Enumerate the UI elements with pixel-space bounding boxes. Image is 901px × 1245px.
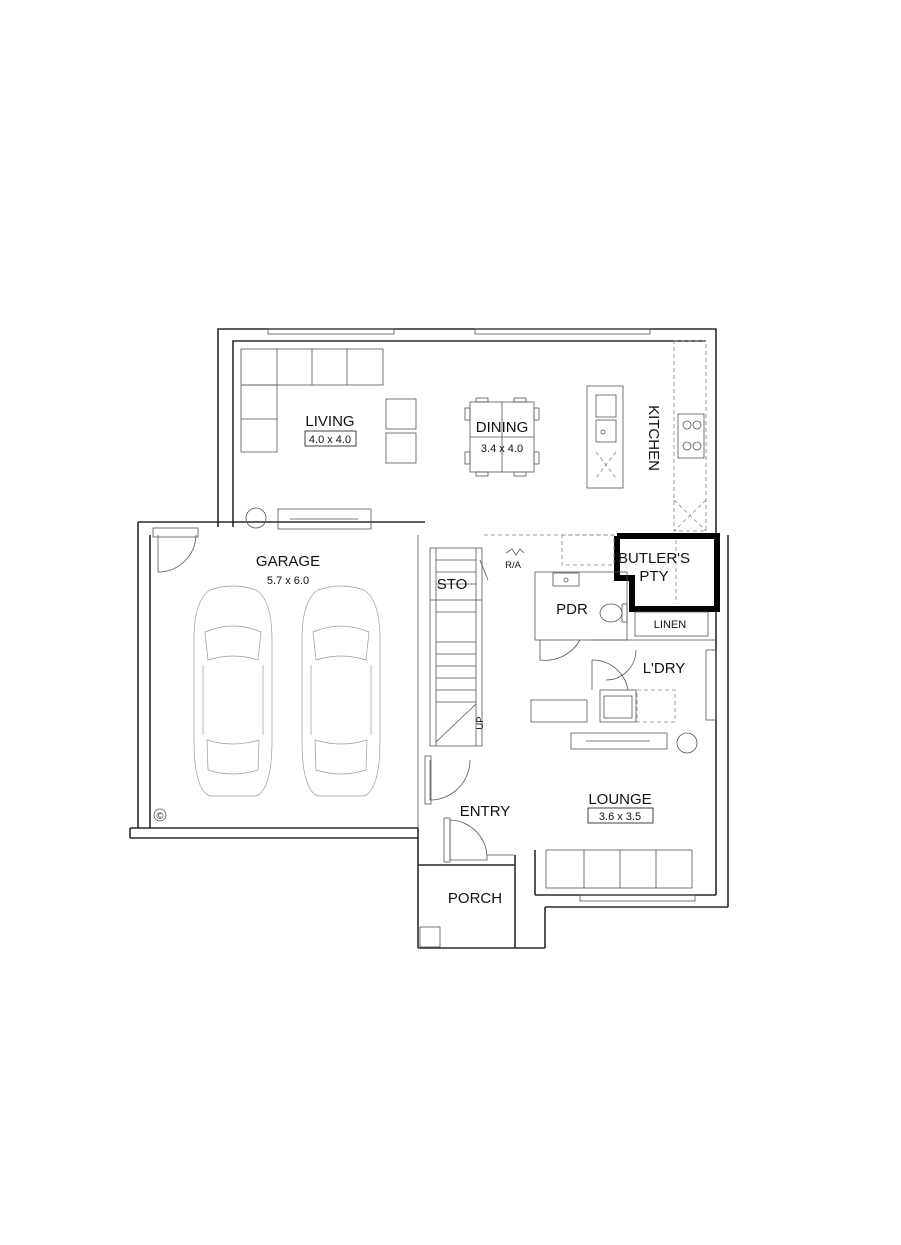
butlers-pantry: BUTLER'S PTY <box>561 533 720 612</box>
return-air: R/A <box>484 534 620 571</box>
garage: GARAGE 5.7 x 6.0 © <box>152 527 419 828</box>
garage-label: GARAGE <box>256 553 320 570</box>
powder-room: PDR <box>534 571 628 661</box>
windows <box>267 328 717 902</box>
entry: ENTRY <box>424 755 515 863</box>
ra-label: R/A <box>505 560 522 571</box>
exterior-walls <box>129 328 729 949</box>
linen-cupboard: LINEN <box>634 611 709 637</box>
lounge-size: 3.6 x 3.5 <box>599 811 641 823</box>
laundry-label: L'DRY <box>643 660 686 677</box>
living-size: 4.0 x 4.0 <box>309 434 351 446</box>
stair-and-store: STO UP <box>429 547 489 747</box>
garage-size: 5.7 x 6.0 <box>267 575 309 587</box>
stair-up-label: UP <box>475 716 486 729</box>
porch: PORCH <box>419 890 502 948</box>
entry-label: ENTRY <box>460 803 511 820</box>
copyright-symbol: © <box>157 811 164 822</box>
lounge-label: LOUNGE <box>588 791 651 808</box>
lounge: LOUNGE 3.6 x 3.5 <box>545 732 698 889</box>
porch-label: PORCH <box>448 890 502 907</box>
linen-label: LINEN <box>654 619 686 631</box>
car-2 <box>301 585 381 797</box>
kitchen-label: KITCHEN <box>645 405 662 471</box>
car-1 <box>193 585 273 797</box>
laundry: L'DRY <box>530 639 716 723</box>
butlers-pantry-label-line1: BUTLER'S <box>618 550 690 567</box>
dining-size: 3.4 x 4.0 <box>481 443 523 455</box>
living-label: LIVING <box>305 413 354 430</box>
pdr-label: PDR <box>556 601 588 618</box>
dining-label: DINING <box>476 419 529 436</box>
dining-room: DINING 3.4 x 4.0 <box>464 397 540 477</box>
butlers-pantry-label-line2: PTY <box>639 568 668 585</box>
living-room: LIVING 4.0 x 4.0 <box>240 348 417 530</box>
store-label: STO <box>437 576 468 593</box>
kitchen: KITCHEN <box>586 340 707 532</box>
